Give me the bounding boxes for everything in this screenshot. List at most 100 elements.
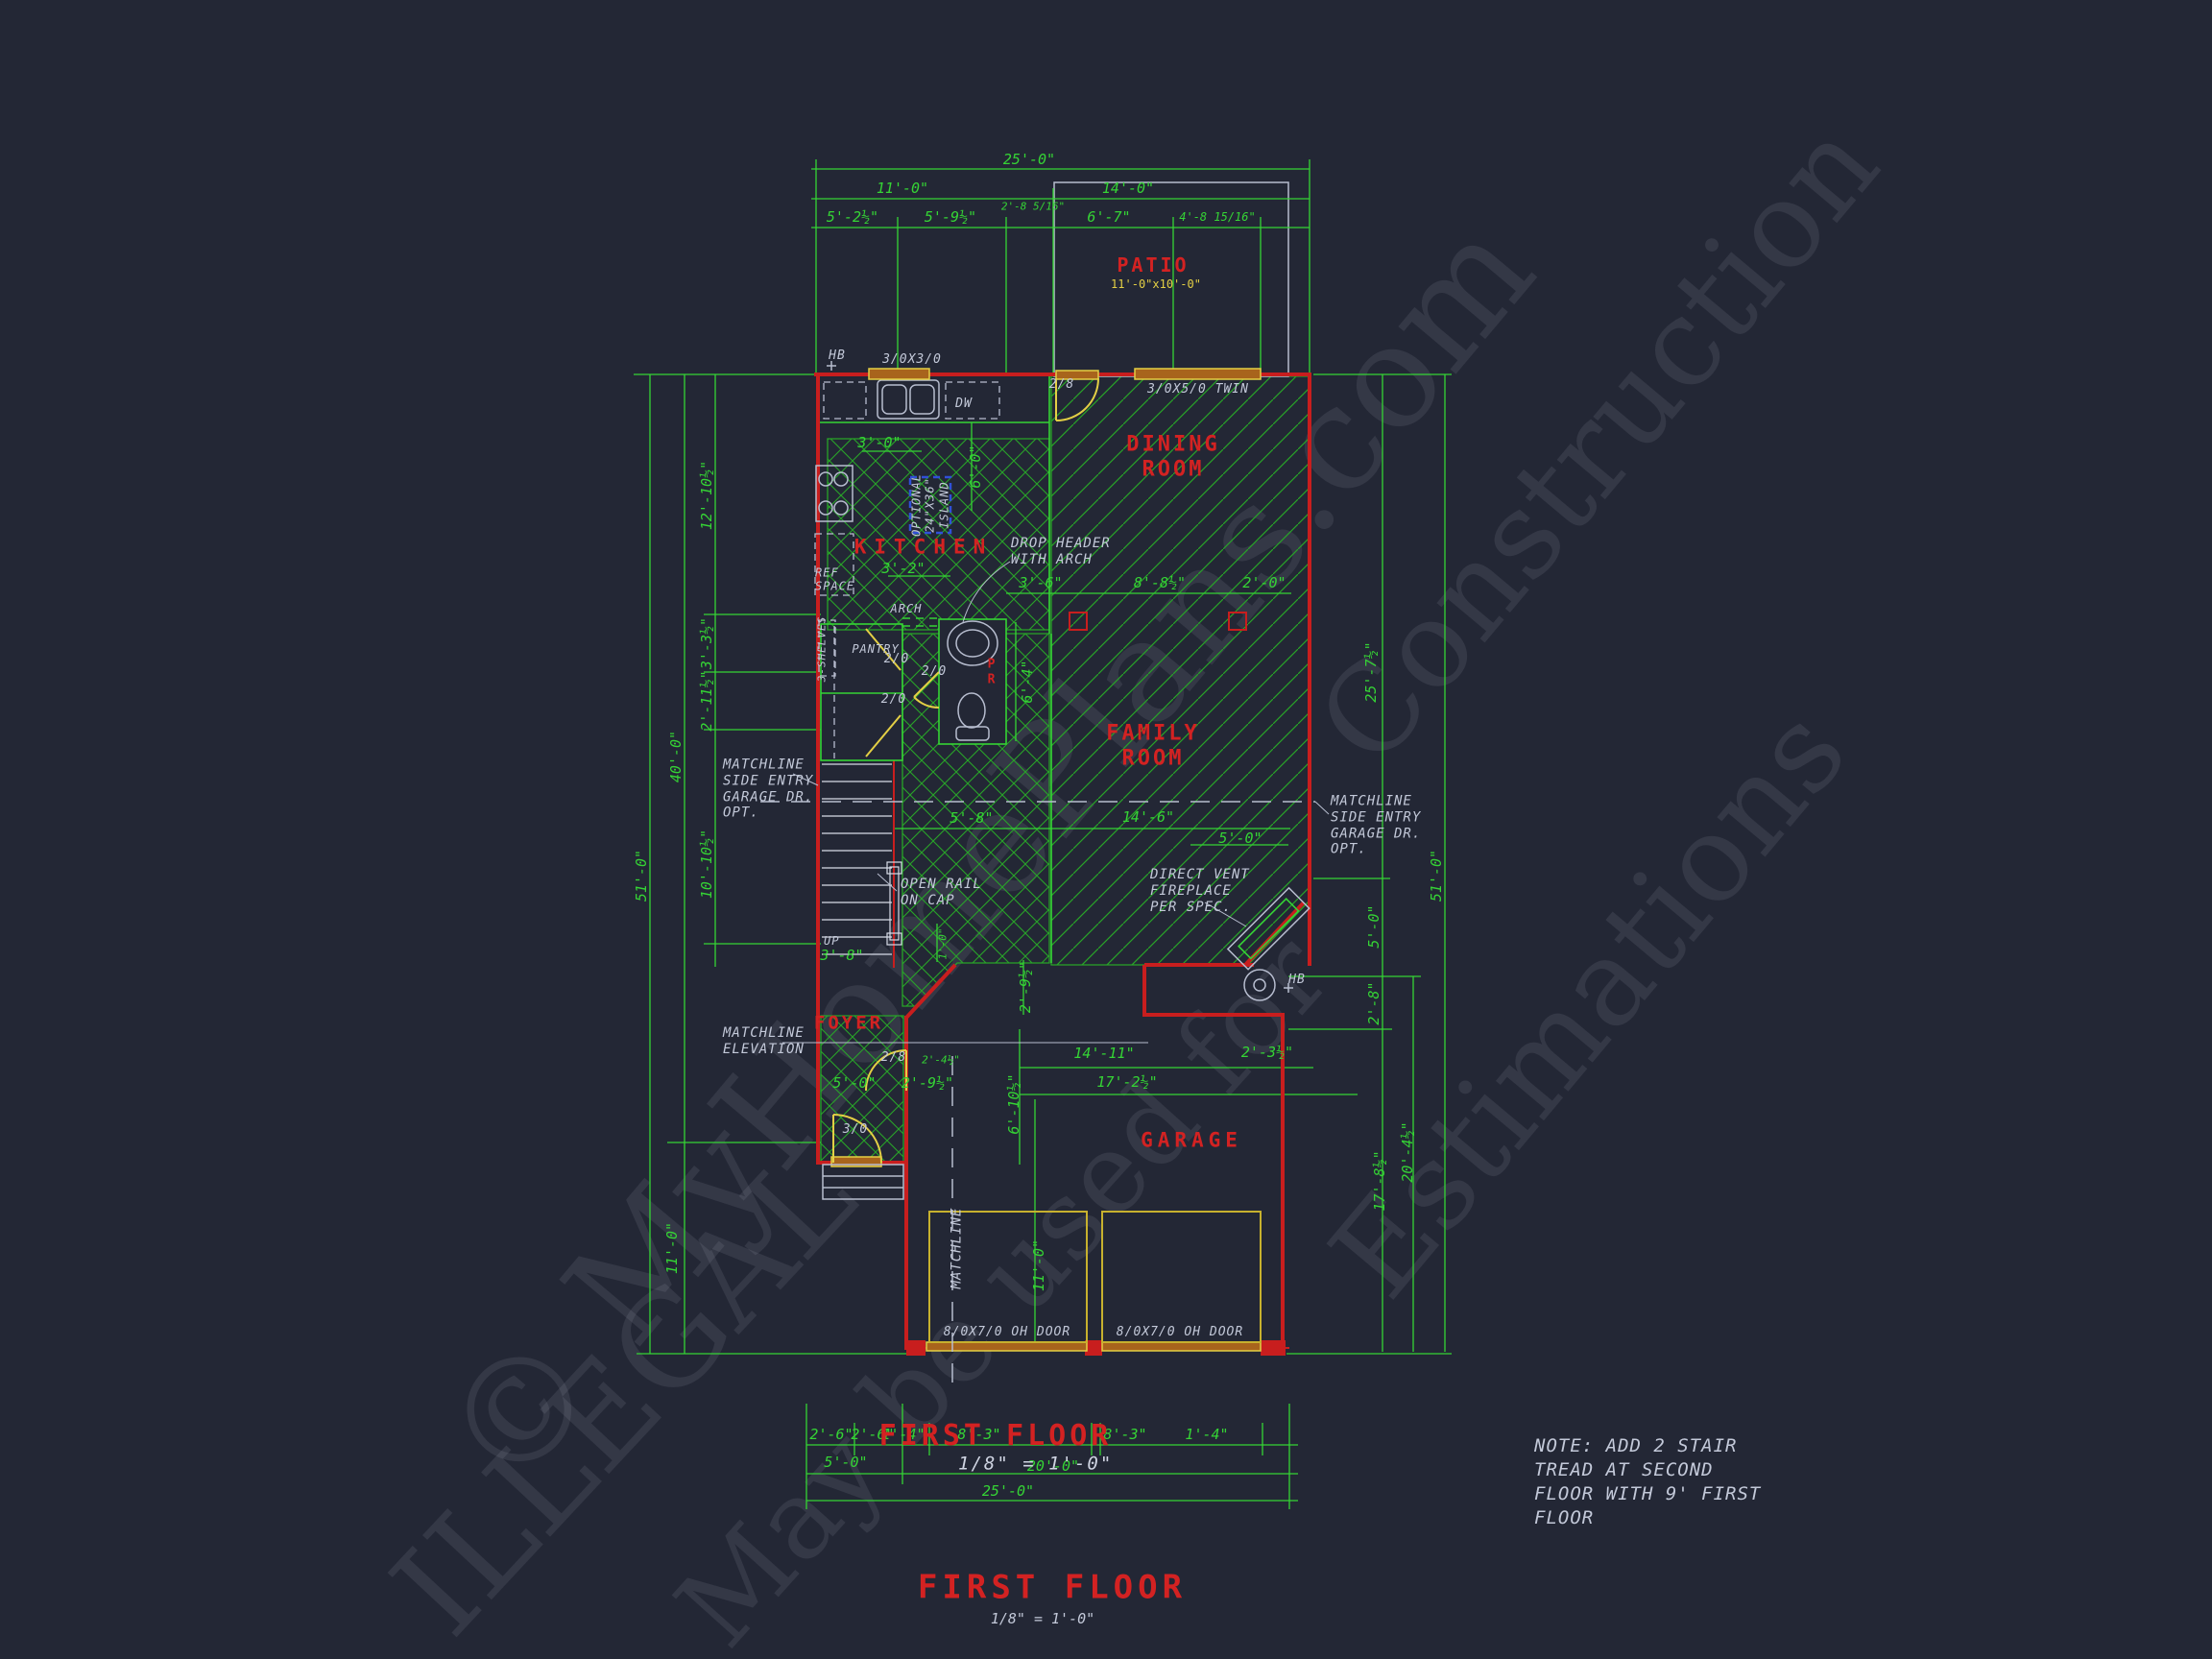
dimension-label: 1'-4" bbox=[881, 1426, 926, 1443]
dimension-label: 5'-9½" bbox=[924, 208, 977, 226]
interior-partitions bbox=[820, 376, 1052, 963]
dimension-label: 6'-7" bbox=[1087, 208, 1131, 226]
dimension-label: 25'-0" bbox=[981, 1482, 1035, 1500]
room-label: KITCHEN bbox=[854, 535, 994, 559]
note-line: TREAD AT SECOND bbox=[1534, 1459, 1714, 1480]
dimension-label: 2'-9½" bbox=[1017, 960, 1034, 1014]
dimension-label: 1'-0" bbox=[936, 927, 950, 960]
dimension-label: 20'-4½" bbox=[1399, 1121, 1416, 1183]
room-label: PATIO bbox=[1117, 253, 1190, 276]
note-line: NOTE: ADD 2 STAIR bbox=[1534, 1435, 1738, 1456]
door-window-tag: 2/8 bbox=[880, 1050, 907, 1066]
dimension-label: 1'-4" bbox=[1185, 1426, 1229, 1443]
dimension-label: 11'-0" bbox=[663, 1221, 681, 1275]
powder-room bbox=[938, 618, 1007, 745]
dimension-label: 11'-0" bbox=[876, 180, 929, 197]
room-label: 11'-0"x10'-0" bbox=[1111, 276, 1201, 291]
dimension-label: 20'-0" bbox=[1026, 1457, 1080, 1475]
room-label: GARAGE bbox=[1141, 1128, 1242, 1152]
dimension-label: 5'-0" bbox=[1365, 904, 1382, 949]
annotation: PANTRY bbox=[852, 641, 900, 656]
room-label: FOYER bbox=[813, 1012, 884, 1034]
dimension-label: 25'-7½" bbox=[1362, 641, 1380, 703]
first-floor-overlay-title: FIRST FLOOR bbox=[878, 1419, 1113, 1453]
note-line: FLOOR bbox=[1534, 1507, 1595, 1528]
windows-doors bbox=[830, 368, 1262, 1352]
door-window-tag: 3/0X3/0 bbox=[882, 352, 942, 368]
dimension-label: 5'-0" bbox=[832, 1074, 877, 1092]
hatch-regions bbox=[820, 375, 1310, 1164]
dimension-label: 2'-6" bbox=[809, 1426, 854, 1443]
dimension-label: 10'-10½" bbox=[698, 829, 715, 900]
dimension-label: 17'-8½" bbox=[1371, 1150, 1388, 1212]
dimension-label: 5'-0" bbox=[1218, 830, 1262, 847]
dimension-label: 6'-10½" bbox=[1005, 1073, 1022, 1135]
door-window-tag: HB bbox=[1288, 973, 1306, 988]
dimension-label: 3'-3½" bbox=[698, 616, 715, 670]
dimension-label: 51'-0" bbox=[1428, 849, 1445, 902]
dimension-label: 2'-0" bbox=[1242, 574, 1286, 591]
door-window-tag: 2/0 bbox=[883, 652, 910, 667]
note-line: FLOOR WITH 9' FIRST bbox=[1534, 1483, 1762, 1504]
dimension-label: 2'-9½" bbox=[901, 1074, 954, 1092]
annotation: ARCH bbox=[890, 601, 923, 615]
stair-note: NOTE: ADD 2 STAIR TREAD AT SECOND FLOOR … bbox=[1534, 1434, 1761, 1530]
door-window-tag: 2/0 bbox=[921, 664, 948, 680]
dimension-label: 3'-2" bbox=[881, 560, 926, 577]
dimension-label: 8'-3" bbox=[1103, 1426, 1147, 1443]
dimension-label: 6'-4" bbox=[1019, 660, 1036, 704]
dimension-label: 4'-8 15/16" bbox=[1179, 209, 1256, 224]
drawing-title: FIRST FLOOR bbox=[917, 1568, 1188, 1607]
door-window-tag: DW bbox=[955, 397, 973, 412]
dimension-label: 3'-6" bbox=[1019, 574, 1063, 591]
staircase bbox=[822, 763, 902, 955]
door-window-tag: 8/0X7/0 OH DOOR bbox=[1116, 1325, 1244, 1340]
dimension-label: 2'-8 5/16" bbox=[1000, 200, 1066, 213]
dimension-label: 5'-2½" bbox=[826, 208, 879, 226]
dimension-label: 3'-0" bbox=[857, 434, 902, 451]
dimension-label: 2'-4½" bbox=[922, 1053, 960, 1067]
overlay-scale-text: 1/8" = 1'-0" bbox=[958, 1453, 1114, 1475]
door-window-tag: 2/8 bbox=[1048, 377, 1075, 393]
door-window-tag: HB bbox=[829, 349, 846, 364]
dimension-label: 14'-0" bbox=[1101, 180, 1155, 197]
dimension-label: 5'-8" bbox=[950, 809, 994, 827]
annotation: 3-SHELVES bbox=[815, 615, 829, 683]
dimension-label: 2'-8" bbox=[1365, 981, 1382, 1025]
dimension-label: 40'-0" bbox=[667, 730, 685, 783]
dimension-label: 2'-3½" bbox=[1240, 1044, 1294, 1061]
dimension-label: 51'-0" bbox=[633, 849, 650, 902]
door-window-tag: 8/0X7/0 OH DOOR bbox=[943, 1325, 1071, 1340]
dimension-label: 2'-6" bbox=[851, 1426, 895, 1443]
door-window-tag: 2/0 bbox=[880, 692, 907, 708]
annotation: MATCHLINE bbox=[949, 1207, 965, 1289]
dimension-label: 6'-0" bbox=[967, 445, 984, 489]
porch-steps bbox=[822, 1164, 904, 1200]
dimension-lines bbox=[634, 159, 1452, 1509]
door-window-tag: 3/0X5/0 TWIN bbox=[1147, 382, 1249, 397]
dimension-label: 8'-8½" bbox=[1133, 574, 1187, 591]
dimension-label: 8'-3" bbox=[957, 1426, 1001, 1443]
door-window-tag: 3/0 bbox=[842, 1122, 869, 1138]
dimension-label: 11'-0" bbox=[1030, 1238, 1047, 1292]
dimension-label: 5'-0" bbox=[824, 1454, 868, 1471]
dimension-label: 14'-11" bbox=[1073, 1045, 1135, 1062]
dimension-label: 14'-6" bbox=[1121, 808, 1175, 826]
dimension-label: 3'-8" bbox=[820, 947, 864, 964]
kitchen-fixtures bbox=[814, 379, 1000, 758]
dimension-label: 25'-0" bbox=[1002, 151, 1056, 168]
matchlines-leaders bbox=[760, 561, 1330, 1390]
dimension-label: 12'-10½" bbox=[698, 460, 715, 531]
dimension-label: 17'-2½" bbox=[1096, 1073, 1158, 1091]
